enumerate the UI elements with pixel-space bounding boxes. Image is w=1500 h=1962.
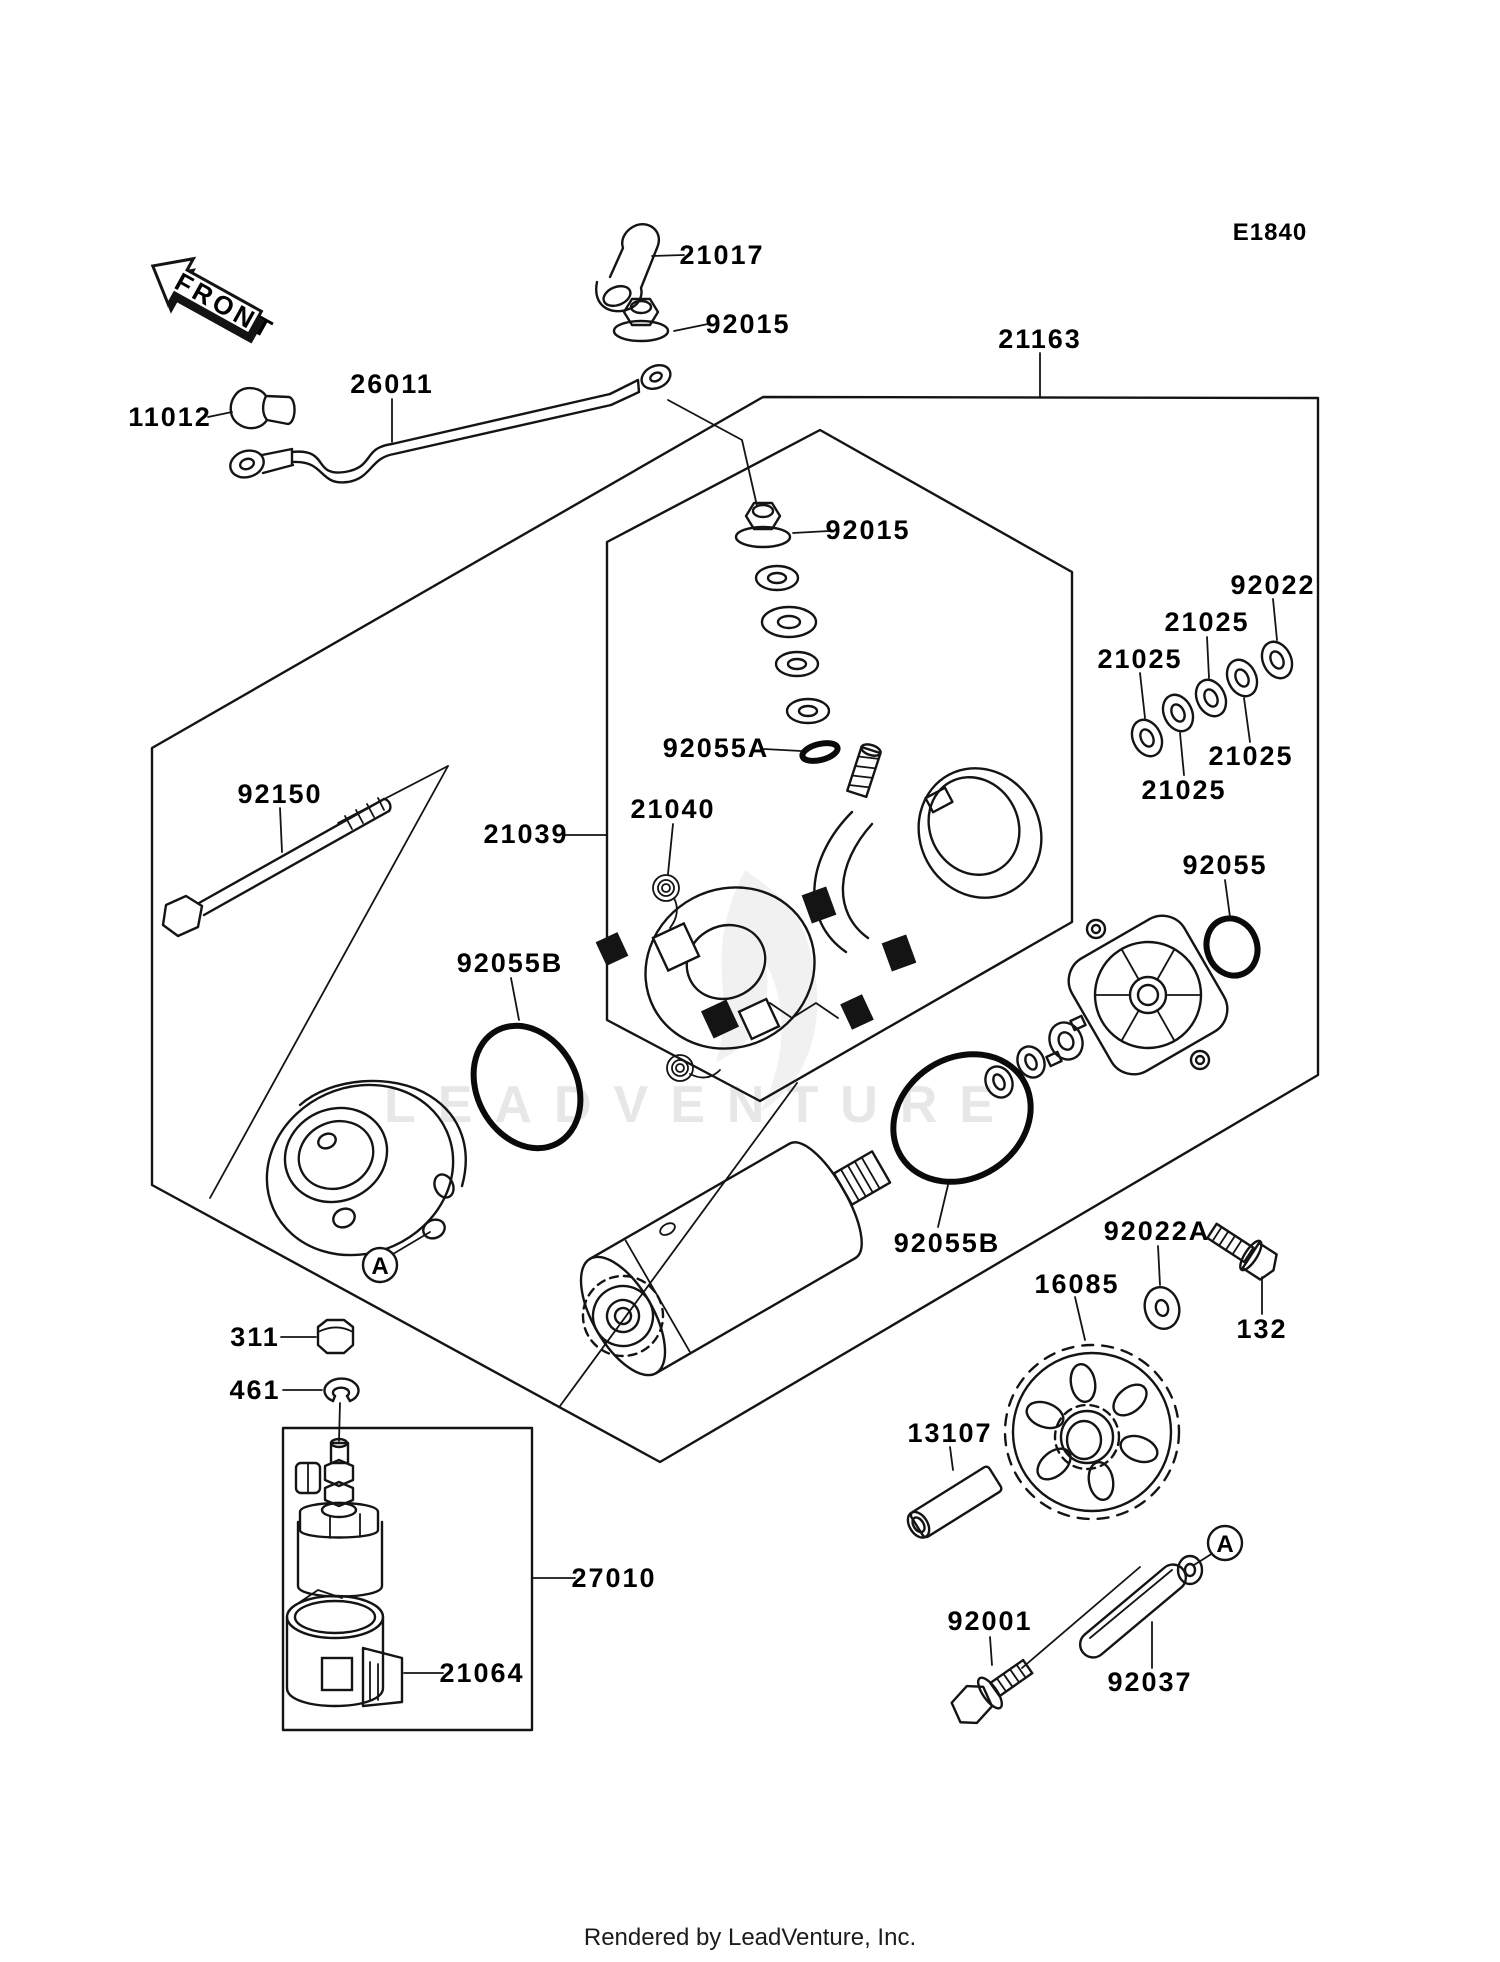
washer-stack-drawing — [754, 564, 831, 725]
starter-motor-drawing — [579, 1141, 892, 1377]
flame-watermark-icon — [716, 870, 818, 1112]
leader-lines — [207, 254, 1278, 1674]
o-ring-yoke-right-drawing — [890, 1051, 1034, 1185]
front-arrow-icon — [150, 256, 264, 337]
part-label-21017[interactable]: 21017 — [679, 240, 764, 270]
part-label-92055b-left[interactable]: 92055B — [457, 948, 564, 978]
part-label-92022[interactable]: 92022 — [1230, 570, 1315, 600]
part-label-16085[interactable]: 16085 — [1034, 1269, 1119, 1299]
part-label-461[interactable]: 461 — [229, 1375, 280, 1405]
part-label-27010[interactable]: 27010 — [571, 1563, 656, 1593]
part-label-11012[interactable]: 11012 — [128, 402, 212, 432]
gear-bolt-drawing — [1206, 1222, 1278, 1281]
cable-to-nut-leader — [667, 399, 758, 507]
part-number-labels: 21017 92015 21163 26011 11012 92015 9202… — [128, 240, 1315, 1697]
part-label-92015-mid[interactable]: 92015 — [825, 515, 910, 545]
detail-marker-a-right: A — [1193, 1524, 1244, 1566]
o-ring-rear-drawing — [1203, 915, 1261, 979]
part-label-26011[interactable]: 26011 — [350, 369, 434, 399]
rendered-by-footer: Rendered by LeadVenture, Inc. — [583, 1924, 917, 1951]
part-label-92055a[interactable]: 92055A — [663, 733, 770, 763]
gear-sleeve-drawing — [906, 1465, 1003, 1539]
detail-marker-a-left-label: A — [371, 1253, 388, 1280]
part-label-21025-left[interactable]: 21025 — [1097, 644, 1182, 674]
idle-gear-drawing — [1003, 1343, 1181, 1521]
part-label-21040[interactable]: 21040 — [630, 794, 715, 824]
terminal-boot-drawing — [594, 222, 660, 313]
lock-washer-drawing — [323, 1377, 360, 1403]
lead-strap-drawing — [1078, 1554, 1204, 1659]
detail-marker-a-left: A — [361, 1231, 431, 1284]
mount-nut-drawing — [734, 501, 792, 549]
terminal-cap-drawing — [229, 386, 296, 430]
starter-assembly-group-box — [150, 395, 1320, 1464]
rear-cover-drawing — [1067, 914, 1229, 1076]
adjusting-washer-cluster-drawing — [1130, 640, 1294, 758]
brush-holder-plate-drawing — [595, 886, 874, 1050]
brush-spring-drawing — [652, 874, 721, 1082]
shaft-washer-set-drawing — [984, 1014, 1087, 1099]
part-label-21025-br[interactable]: 21025 — [1208, 741, 1293, 771]
part-label-92037[interactable]: 92037 — [1107, 1667, 1192, 1697]
end-frame-ring-drawing — [917, 767, 1043, 899]
diagram-code: E1840 — [1233, 219, 1307, 246]
clamp-bolt-drawing — [950, 1566, 1141, 1725]
part-label-92055b-right[interactable]: 92055B — [894, 1228, 1001, 1258]
part-label-92015-top[interactable]: 92015 — [705, 309, 790, 339]
front-cover-drawing — [265, 1079, 467, 1257]
terminal-nut-top-drawing — [612, 297, 670, 343]
starter-cable-drawing — [229, 363, 672, 484]
part-label-92150[interactable]: 92150 — [237, 779, 322, 809]
o-ring-small-drawing — [799, 740, 841, 764]
front-direction-arrow: FRONT — [150, 256, 280, 346]
part-label-21163[interactable]: 21163 — [998, 324, 1082, 354]
part-label-311[interactable]: 311 — [230, 1322, 280, 1352]
part-label-21025-bm[interactable]: 21025 — [1141, 775, 1226, 805]
part-label-21025-top[interactable]: 21025 — [1164, 607, 1249, 637]
o-ring-yoke-left-drawing — [470, 1022, 584, 1152]
detail-marker-a-right-label: A — [1216, 1531, 1233, 1558]
part-label-21064[interactable]: 21064 — [439, 1658, 524, 1688]
part-label-92001[interactable]: 92001 — [947, 1606, 1032, 1636]
terminal-nut-drawing — [316, 1318, 355, 1355]
part-label-92022a[interactable]: 92022A — [1104, 1216, 1211, 1246]
solenoid-group-box — [281, 1426, 534, 1732]
relay-holder-drawing — [285, 1589, 404, 1708]
part-label-92055[interactable]: 92055 — [1182, 850, 1267, 880]
gear-washer-drawing — [1143, 1286, 1181, 1330]
part-label-132[interactable]: 132 — [1236, 1314, 1287, 1344]
brush-holder-group-box — [605, 428, 1074, 1103]
starter-relay-drawing — [294, 1402, 384, 1598]
part-label-13107[interactable]: 13107 — [907, 1418, 992, 1448]
through-bolt-drawing — [161, 797, 392, 938]
brush-arm-drawing — [801, 743, 917, 972]
part-label-21039[interactable]: 21039 — [483, 819, 568, 849]
